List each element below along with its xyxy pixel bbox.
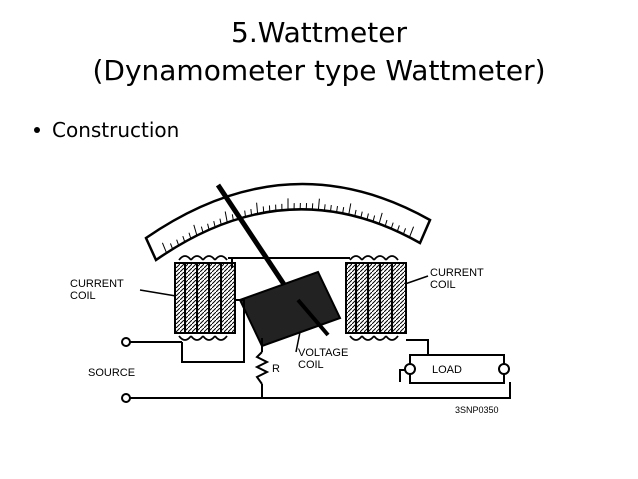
scale-tick bbox=[336, 205, 338, 213]
left-current-coil bbox=[174, 255, 236, 341]
circuit-wiring bbox=[130, 257, 511, 399]
scale-tick bbox=[250, 208, 253, 216]
voltage-coil-shape bbox=[238, 270, 342, 348]
bullet-dot-icon bbox=[34, 126, 40, 133]
title-line-1: 5.Wattmeter bbox=[231, 16, 407, 49]
scale-tick bbox=[378, 212, 383, 224]
scale-tick bbox=[207, 223, 210, 230]
meter-scale bbox=[144, 182, 432, 262]
bullet-text: Construction bbox=[52, 118, 180, 142]
scale-tick bbox=[224, 211, 228, 223]
scale-tick bbox=[354, 209, 357, 217]
resistor-symbol bbox=[254, 351, 270, 385]
label-voltage-coil-2: COIL bbox=[298, 359, 324, 371]
scale-tick bbox=[402, 228, 407, 235]
scale-tick bbox=[161, 242, 168, 254]
scale-tick bbox=[193, 224, 198, 236]
scale-tick bbox=[372, 215, 376, 222]
scale-tick bbox=[213, 221, 216, 228]
scale-tick bbox=[169, 243, 174, 250]
scale-tick bbox=[317, 198, 320, 211]
scale-tick bbox=[323, 204, 326, 211]
title-line-2: (Dynamometer type Wattmeter) bbox=[92, 54, 546, 87]
scale-tick bbox=[219, 218, 222, 225]
source-terminal-top bbox=[121, 337, 131, 347]
label-current-coil-right-1: CURRENT bbox=[430, 267, 484, 279]
right-current-coil bbox=[345, 255, 407, 341]
slide-title: 5.Wattmeter (Dynamometer type Wattmeter) bbox=[0, 14, 638, 90]
label-resistor: R bbox=[272, 363, 280, 375]
label-figure-code: 3SNP0350 bbox=[455, 405, 499, 415]
bullet-item: Construction bbox=[34, 118, 179, 142]
scale-tick bbox=[182, 235, 186, 243]
source-terminal-bottom bbox=[121, 393, 131, 403]
scale-tick bbox=[244, 210, 246, 217]
label-load: LOAD bbox=[432, 364, 462, 376]
scale-tick bbox=[360, 211, 363, 218]
label-current-coil-left-2: COIL bbox=[70, 290, 96, 302]
scale-tick bbox=[200, 226, 204, 233]
label-source: SOURCE bbox=[88, 367, 135, 379]
scale-tick bbox=[256, 202, 259, 214]
scale-tick bbox=[384, 219, 388, 227]
scale-ticks bbox=[161, 198, 415, 254]
label-current-coil-right-2: COIL bbox=[430, 279, 456, 291]
scale-tick bbox=[390, 222, 394, 229]
label-current-coil-left-1: CURRENT bbox=[70, 278, 124, 290]
scale-tick bbox=[408, 226, 415, 238]
scale-tick bbox=[231, 214, 234, 221]
scale-tick bbox=[342, 207, 345, 214]
scale-tick bbox=[366, 213, 369, 220]
scale-tick bbox=[348, 203, 352, 215]
label-voltage-coil-1: VOLTAGE bbox=[298, 347, 348, 359]
scale-tick bbox=[176, 239, 180, 246]
load-box bbox=[404, 354, 510, 384]
scale-tick bbox=[396, 225, 400, 232]
scale-tick bbox=[330, 204, 332, 212]
scale-tick bbox=[188, 232, 192, 239]
